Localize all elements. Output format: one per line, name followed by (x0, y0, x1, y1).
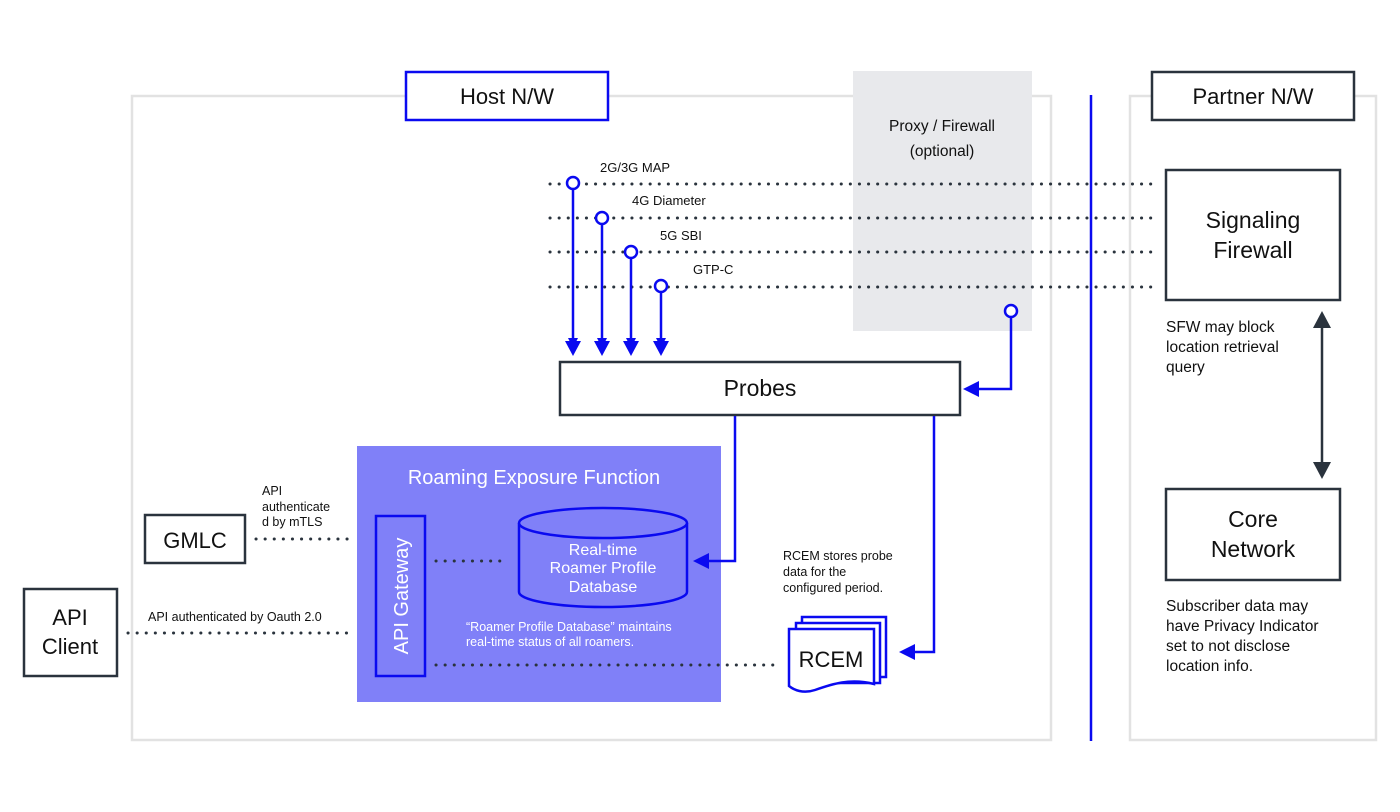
core-network-box[interactable] (1164, 487, 1342, 582)
tap-point-map (565, 175, 581, 191)
db-note-line1: “Roamer Profile Database” maintains (466, 620, 672, 634)
host-network-label-box (404, 70, 610, 122)
ref-title: Roaming Exposure Function (408, 467, 660, 489)
signaling-firewall-box[interactable] (1164, 168, 1342, 302)
api-client-label-line2: Client (42, 634, 98, 659)
sfw-core-bidirectional-arrow (1313, 311, 1331, 479)
sfw-note-line2: location retrieval (1166, 339, 1279, 356)
tap-point-sbi (623, 244, 639, 260)
proxy-tap-connector (963, 303, 1019, 397)
db-label-line2: Roamer Profile (550, 560, 657, 577)
gmlc-auth-line1: API (262, 484, 282, 498)
db-note-line2: real-time status of all roamers. (466, 635, 634, 649)
core-note-line3: set to not disclose (1166, 638, 1290, 655)
probes-to-rcem-connector (899, 416, 936, 660)
db-label-line1: Real-time (569, 542, 638, 559)
proxy-firewall-label: Proxy / Firewall (889, 118, 995, 135)
partner-network-label: Partner N/W (1192, 84, 1313, 109)
api-client-box[interactable] (22, 587, 119, 678)
signaling-firewall-label-line1: Signaling (1206, 207, 1301, 233)
tap-point-gtpc (653, 278, 669, 294)
partner-network-label-box (1150, 70, 1356, 122)
core-note-line4: location info. (1166, 658, 1253, 675)
api-gateway-box[interactable] (374, 514, 427, 678)
api-gateway-label: API Gateway (391, 538, 413, 655)
core-note-line1: Subscriber data may (1166, 598, 1308, 615)
signaling-label-map: 2G/3G MAP (600, 160, 670, 175)
gmlc-box[interactable] (143, 513, 247, 565)
rcem-note-line1: RCEM stores probe (783, 549, 893, 563)
db-label-line3: Database (569, 579, 638, 596)
signaling-label-diameter: 4G Diameter (632, 193, 706, 208)
probes-to-db-connector (693, 416, 737, 569)
sfw-note-line1: SFW may block (1166, 319, 1275, 336)
probes-box (558, 360, 962, 417)
probe-taps (565, 175, 669, 348)
proxy-firewall-optional: (optional) (910, 143, 975, 160)
api-client-label-line1: API (52, 605, 87, 630)
core-network-label-line2: Network (1211, 536, 1296, 562)
probes-label: Probes (724, 375, 797, 401)
core-network-label-line1: Core (1228, 506, 1278, 532)
tap-point-diameter (594, 210, 610, 226)
api-client-auth-label: API authenticated by Oauth 2.0 (148, 610, 322, 624)
rcem-note-line3: configured period. (783, 581, 883, 595)
proxy-firewall-region (853, 71, 1032, 331)
gmlc-auth-line3: d by mTLS (262, 515, 322, 529)
signaling-label-gtpc: GTP-C (693, 262, 733, 277)
core-note-line2: have Privacy Indicator (1166, 618, 1319, 635)
rcem-label: RCEM (799, 647, 864, 672)
gmlc-auth-line2: authenticate (262, 500, 330, 514)
roamer-profile-database[interactable] (517, 506, 689, 609)
rcem-note-line2: data for the (783, 565, 846, 579)
rcem-document-stack[interactable] (787, 615, 888, 693)
tap-arrowheads (565, 341, 669, 356)
sfw-note-line3: query (1166, 359, 1205, 376)
host-network-label: Host N/W (460, 84, 554, 109)
signaling-firewall-label-line2: Firewall (1213, 237, 1292, 263)
gmlc-label: GMLC (163, 528, 227, 553)
signaling-lines (548, 182, 1160, 289)
signaling-label-sbi: 5G SBI (660, 228, 702, 243)
